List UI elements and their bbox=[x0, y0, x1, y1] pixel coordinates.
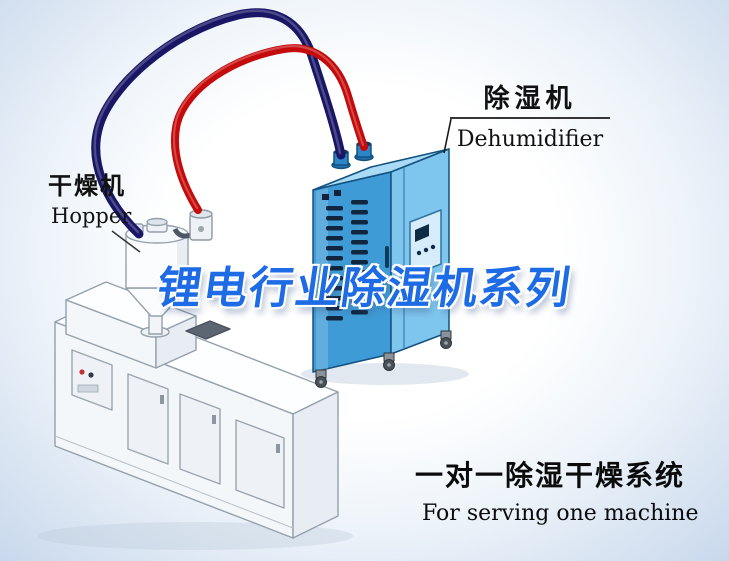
caster-wheels bbox=[315, 330, 452, 388]
control-box-panel bbox=[71, 349, 113, 411]
door-handle bbox=[385, 246, 389, 268]
red-hose-highlight bbox=[172, 45, 365, 210]
hoses bbox=[91, 8, 368, 239]
door-panel-1 bbox=[127, 373, 169, 465]
extruder-machine bbox=[54, 281, 339, 539]
loader-detail bbox=[198, 226, 204, 232]
dehumidifier-label-en: Dehumidifier bbox=[456, 127, 604, 152]
feed-slot bbox=[185, 320, 231, 340]
leader-lines bbox=[111, 117, 610, 253]
cabinet-sheen bbox=[316, 188, 328, 372]
dehumidifier-leader-line bbox=[443, 118, 452, 154]
control-display bbox=[77, 384, 99, 393]
dehumidifier-label-zh: 除湿机 bbox=[483, 84, 577, 114]
hopper-leader-line bbox=[111, 230, 141, 253]
hopper-label: 干燥机 Hopper bbox=[48, 166, 131, 228]
control-panel-display bbox=[415, 224, 429, 242]
extruder-seam bbox=[54, 435, 294, 529]
door-handle-3 bbox=[276, 444, 280, 453]
dehumidifier-label: 除湿机 Dehumidifier bbox=[450, 78, 610, 152]
control-button-dark bbox=[88, 372, 94, 378]
caption-block: 一对一除湿干燥系统 For serving one machine bbox=[415, 454, 698, 526]
hopper-label-zh: 干燥机 bbox=[48, 172, 126, 200]
front-badge-2 bbox=[334, 190, 341, 196]
panel-button-2 bbox=[423, 247, 429, 253]
door-panel-2 bbox=[179, 393, 221, 485]
caption-en: For serving one machine bbox=[422, 501, 699, 526]
vent-slats-right bbox=[351, 200, 368, 315]
door-handle-1 bbox=[160, 395, 164, 404]
front-badge-1 bbox=[322, 194, 329, 200]
door-panel-3 bbox=[235, 419, 285, 509]
hopper-label-en: Hopper bbox=[51, 204, 132, 228]
door-handle-2 bbox=[212, 415, 216, 424]
dehumidifier-cabinet bbox=[312, 141, 452, 388]
control-button-red bbox=[79, 369, 85, 375]
headline-title: 锂电行业除湿机系列 bbox=[153, 263, 575, 314]
navy-hose bbox=[91, 8, 346, 239]
control-panel bbox=[409, 209, 442, 277]
panel-button-1 bbox=[416, 250, 422, 256]
extruder-step-side bbox=[155, 315, 197, 369]
hopper-lid-cap-top bbox=[146, 217, 168, 227]
hopper-unit bbox=[125, 209, 213, 338]
panel-button-3 bbox=[430, 244, 436, 250]
vent-slats-left bbox=[326, 206, 343, 321]
hopper-body-shade bbox=[177, 235, 187, 287]
extruder-side-face bbox=[292, 391, 339, 539]
caption-zh: 一对一除湿干燥系统 bbox=[415, 459, 686, 492]
navy-hose-highlight bbox=[93, 9, 342, 234]
red-hose bbox=[170, 44, 368, 214]
